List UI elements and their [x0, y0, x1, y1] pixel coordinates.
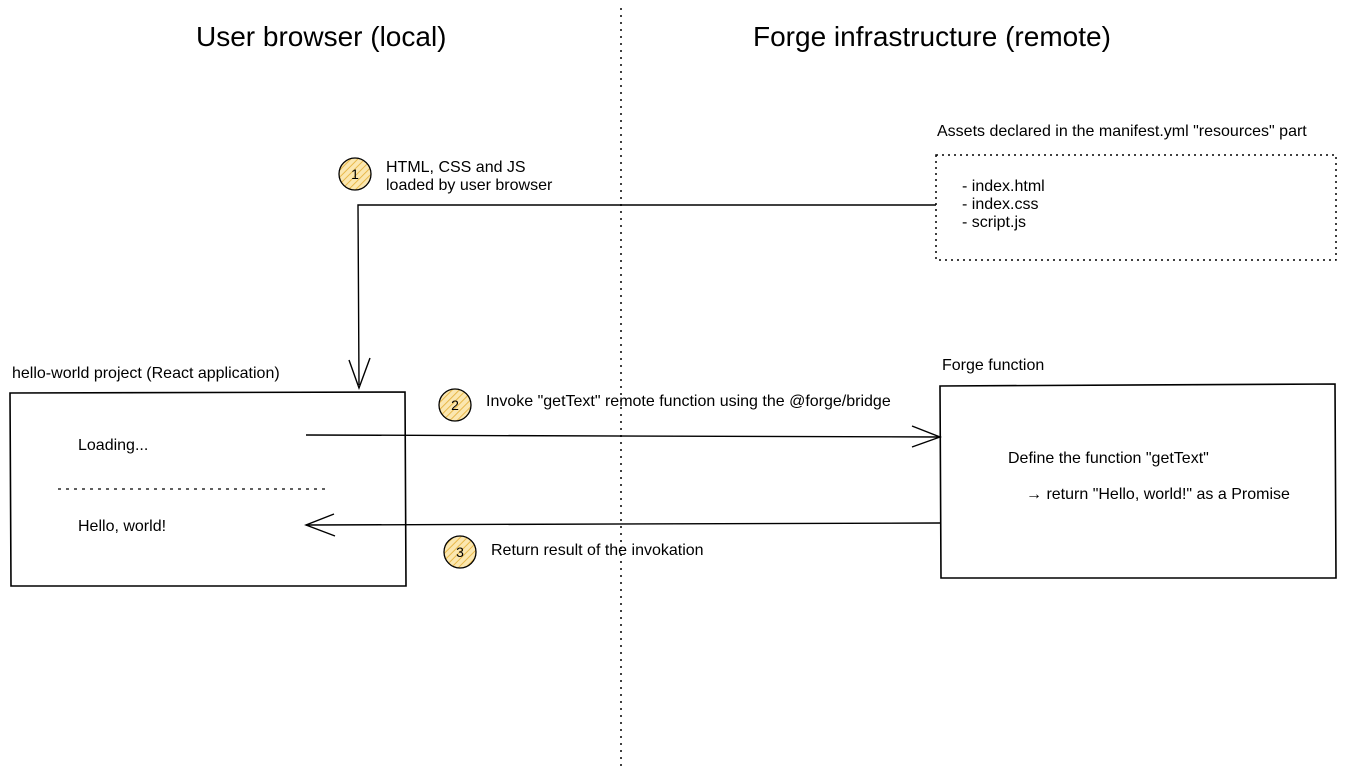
- function-box-caption: Forge function: [942, 357, 1045, 374]
- remote-heading: Forge infrastructure (remote): [753, 21, 1111, 52]
- app-box-caption: hello-world project (React application): [12, 365, 280, 382]
- asset-item-html: - index.html: [962, 178, 1045, 195]
- step-3-badge: [443, 535, 477, 569]
- app-loading-text: Loading...: [78, 437, 149, 454]
- function-box: [939, 383, 1337, 579]
- assets-caption: Assets declared in the manifest.yml "res…: [937, 123, 1307, 140]
- step-1-badge: [338, 157, 372, 191]
- arrow-return: [305, 522, 941, 526]
- asset-item-js: - script.js: [962, 214, 1026, 231]
- function-define-text: Define the function "getText": [1008, 450, 1209, 467]
- arrow-assets-to-app: [357, 204, 936, 386]
- arrow-assets-to-app-head: [348, 357, 371, 391]
- step-3-number: 3: [456, 544, 464, 560]
- assets-box: [935, 154, 1337, 261]
- function-return-text: → return "Hello, world!" as a Promise: [1026, 486, 1290, 503]
- app-result-text: Hello, world!: [78, 518, 167, 535]
- step-1-number: 1: [351, 166, 359, 182]
- step-1-label-line1: HTML, CSS and JS: [386, 159, 526, 176]
- arrow-invoke-head: [911, 425, 942, 448]
- step-2-number: 2: [451, 397, 459, 413]
- step-1-label-line2: loaded by user browser: [386, 177, 553, 194]
- arrow-return-head: [304, 513, 336, 537]
- local-heading: User browser (local): [196, 21, 447, 52]
- asset-item-css: - index.css: [962, 196, 1039, 213]
- app-box: [9, 391, 407, 587]
- arrow-invoke: [305, 434, 941, 438]
- step-2-badge: [438, 388, 472, 422]
- step-2-label: Invoke "getText" remote function using t…: [486, 393, 891, 410]
- step-3-label: Return result of the invokation: [491, 542, 704, 559]
